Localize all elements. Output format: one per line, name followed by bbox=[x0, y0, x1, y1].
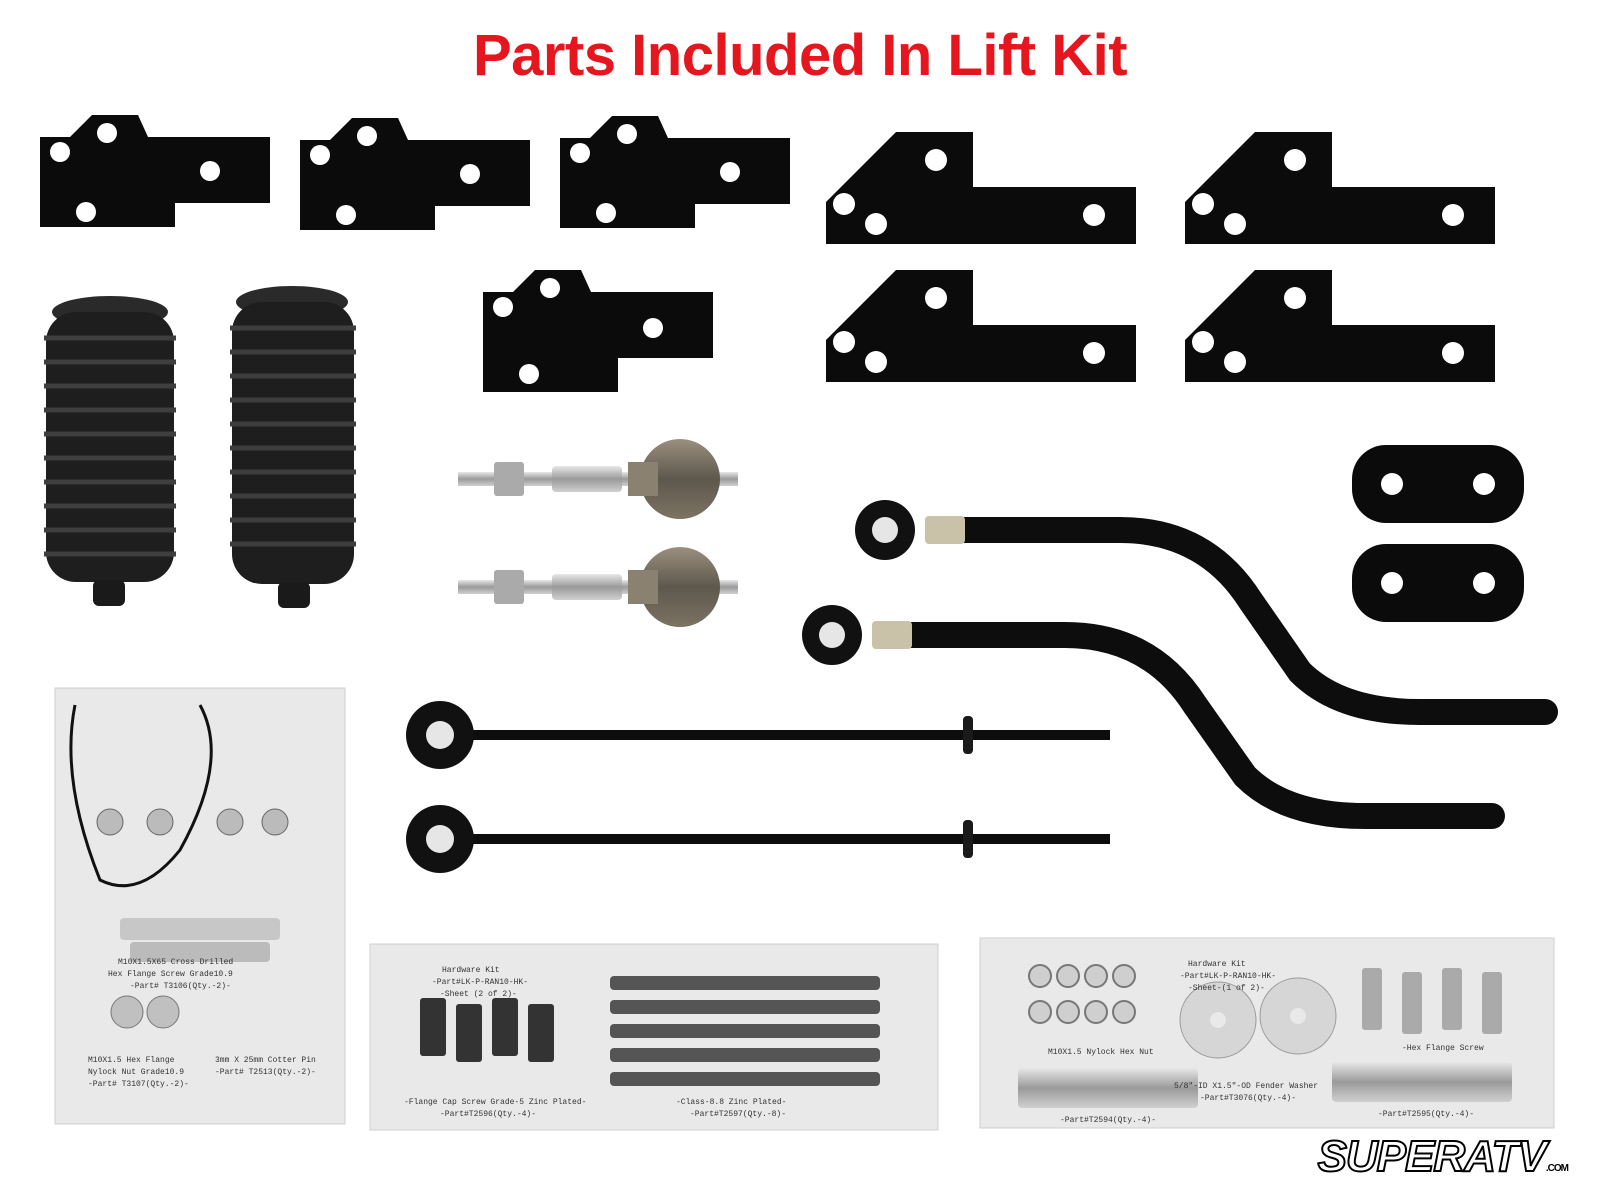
pkg-right-line: -Sheet-(1 of 2)- bbox=[1188, 984, 1265, 993]
hardware-bag-right bbox=[979, 937, 1555, 1129]
pkg-right-line: -Part#T2594(Qty.-4)- bbox=[1060, 1116, 1156, 1125]
pkg-right-line: 5/8"-ID X1.5"-OD Fender Washer bbox=[1174, 1082, 1318, 1091]
pkg-middle-line: -Part#T2597(Qty.-8)- bbox=[690, 1110, 786, 1119]
pkg-middle-line: -Class-8.8 Zinc Plated- bbox=[676, 1098, 786, 1107]
pkg-left-line: M10X1.5 Hex Flange bbox=[88, 1056, 175, 1065]
pkg-right-line: M10X1.5 Nylock Hex Nut bbox=[1048, 1048, 1154, 1057]
spacer-plate bbox=[1352, 445, 1524, 523]
pkg-middle-line: -Sheet (2 of 2)- bbox=[440, 990, 517, 999]
spacer-plate bbox=[1352, 544, 1524, 622]
pkg-left-line: Hex Flange Screw Grade10.9 bbox=[108, 970, 233, 979]
steering-boot bbox=[230, 286, 356, 608]
straight-link-rod bbox=[406, 701, 1110, 769]
pkg-left-line: -Part# T3107(Qty.-2)- bbox=[88, 1080, 189, 1089]
bent-tie-rod bbox=[855, 500, 1558, 725]
pkg-right-line: -Hex Flange Screw bbox=[1402, 1044, 1484, 1053]
inner-tie-rod bbox=[458, 439, 738, 519]
flat-bracket bbox=[300, 118, 530, 230]
pkg-left-line: 3mm X 25mm Cotter Pin bbox=[215, 1056, 316, 1065]
angled-bracket bbox=[1185, 270, 1495, 382]
angled-bracket bbox=[826, 132, 1136, 244]
pkg-middle-line: -Part#LK-P-RAN10-HK- bbox=[432, 978, 528, 987]
pkg-left-line: M10X1.5X65 Cross Drilled bbox=[118, 958, 233, 967]
angled-bracket bbox=[826, 270, 1136, 382]
pkg-right-line: -Part#LK-P-RAN10-HK- bbox=[1180, 972, 1276, 981]
hardware-bag-left bbox=[54, 687, 346, 1125]
flat-bracket bbox=[40, 115, 270, 227]
bent-tie-rod bbox=[802, 605, 1505, 829]
steering-boot bbox=[44, 296, 176, 606]
flat-bracket bbox=[560, 116, 790, 228]
brand-logo: SUPERATV.COM bbox=[1317, 1131, 1569, 1182]
hardware-bag-middle bbox=[369, 943, 939, 1131]
pkg-left-line: -Part# T2513(Qty.-2)- bbox=[215, 1068, 316, 1077]
pkg-left-line: Nylock Nut Grade10.9 bbox=[88, 1068, 184, 1077]
pkg-right-line: -Part#T2595(Qty.-4)- bbox=[1378, 1110, 1474, 1119]
pkg-middle-line: -Part#T2596(Qty.-4)- bbox=[440, 1110, 536, 1119]
pkg-middle-line: -Flange Cap Screw Grade-5 Zinc Plated- bbox=[404, 1098, 586, 1107]
straight-link-rod bbox=[406, 805, 1110, 873]
inner-tie-rod bbox=[458, 547, 738, 627]
flat-bracket bbox=[483, 270, 713, 392]
pkg-middle-line: Hardware Kit bbox=[442, 966, 500, 975]
logo-suffix: .COM bbox=[1545, 1163, 1569, 1174]
pkg-left-line: -Part# T3106(Qty.-2)- bbox=[130, 982, 231, 991]
logo-text: SUPERATV bbox=[1317, 1131, 1548, 1182]
page-title: Parts Included In Lift Kit bbox=[472, 23, 1128, 88]
angled-bracket bbox=[1185, 132, 1495, 244]
pkg-right-line: Hardware Kit bbox=[1188, 960, 1246, 969]
pkg-right-line: -Part#T3076(Qty.-4)- bbox=[1200, 1094, 1296, 1103]
